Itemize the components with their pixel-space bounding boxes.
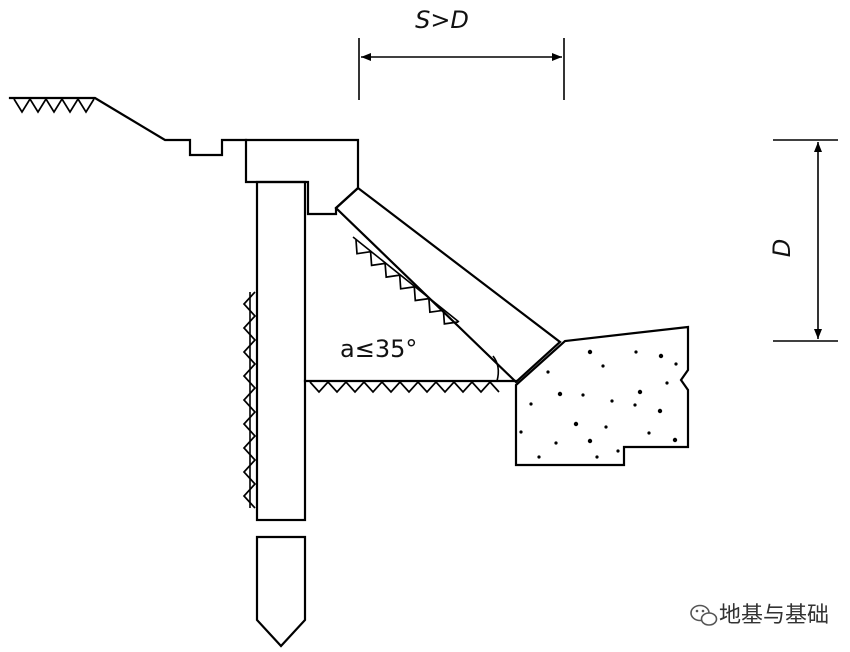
surface-soil-hatch bbox=[13, 97, 95, 114]
concrete-speckle bbox=[665, 381, 669, 385]
concrete-speckle bbox=[637, 389, 643, 395]
excavation-base bbox=[303, 379, 518, 394]
concrete-speckle bbox=[658, 353, 664, 359]
concrete-speckle bbox=[657, 408, 663, 414]
dim-s-label: S>D bbox=[415, 6, 469, 34]
ground-surface bbox=[8, 96, 248, 157]
berm-soil-hatch bbox=[352, 236, 460, 325]
dimension-s: S>D bbox=[358, 6, 565, 100]
concrete-foundation bbox=[514, 325, 690, 467]
dimension-d: D bbox=[768, 139, 838, 342]
concrete-speckle bbox=[587, 349, 593, 355]
concrete-speckle bbox=[634, 350, 638, 354]
concrete-speckle bbox=[537, 455, 541, 459]
watermark: 地基与基础 bbox=[690, 603, 829, 628]
angle-arc bbox=[492, 355, 500, 382]
concrete-speckle bbox=[557, 391, 563, 397]
concrete-speckle bbox=[519, 430, 523, 434]
concrete-speckle bbox=[616, 449, 620, 453]
concrete-speckle bbox=[604, 425, 608, 429]
concrete-speckle bbox=[647, 431, 651, 435]
concrete-speckle bbox=[633, 403, 637, 407]
concrete-speckle bbox=[554, 441, 558, 445]
retaining-pile bbox=[255, 180, 307, 648]
concrete-speckle bbox=[529, 402, 533, 406]
concrete-speckle bbox=[581, 393, 585, 397]
concrete-speckle bbox=[595, 455, 599, 459]
concrete-speckle bbox=[601, 364, 605, 368]
pile-tip bbox=[255, 535, 307, 648]
dim-d-label: D bbox=[768, 239, 796, 257]
concrete-speckles bbox=[519, 349, 678, 459]
angle-label: a≤35° bbox=[340, 335, 417, 363]
concrete-speckle bbox=[672, 437, 678, 443]
concrete-speckle bbox=[573, 421, 579, 427]
concrete-speckle bbox=[546, 370, 550, 374]
inclined-strut bbox=[334, 186, 562, 384]
wechat-icon bbox=[690, 604, 718, 626]
watermark-text: 地基与基础 bbox=[719, 603, 829, 628]
concrete-speckle bbox=[610, 399, 614, 403]
concrete-speckle bbox=[674, 362, 678, 366]
pile-soil-hatch bbox=[242, 291, 257, 509]
concrete-speckle bbox=[587, 438, 593, 444]
